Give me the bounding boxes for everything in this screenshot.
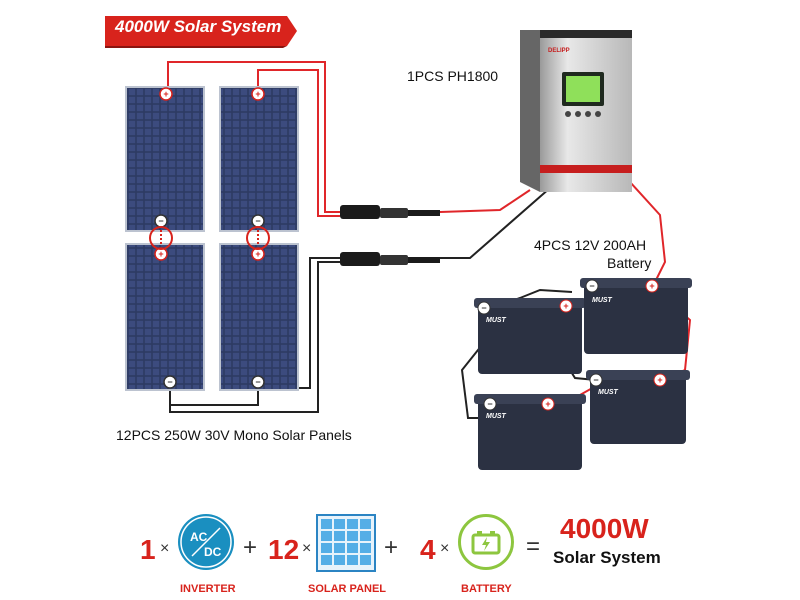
battery-count: 4: [420, 534, 436, 565]
svg-text:−: −: [487, 399, 492, 409]
inverter-icon: AC DC: [178, 514, 234, 570]
svg-text:DC: DC: [204, 545, 222, 559]
battery-bank: MUST MUST MUST MUST − + − + − + − +: [474, 278, 692, 470]
svg-text:MUST: MUST: [486, 413, 507, 420]
svg-text:−: −: [481, 303, 486, 313]
battery-1: MUST: [474, 298, 586, 374]
svg-text:−: −: [255, 377, 260, 387]
panel-count: 12: [268, 534, 300, 565]
inverter-caption: INVERTER: [180, 583, 236, 595]
svg-text:+: +: [163, 89, 168, 99]
result-power: 4000W: [560, 513, 649, 544]
svg-text:+: +: [545, 399, 550, 409]
equals-sign: =: [526, 533, 541, 560]
banner-title: 4000W Solar System: [115, 17, 282, 36]
result-label: Solar System: [553, 548, 661, 567]
battery-caption: BATTERY: [461, 583, 512, 595]
battery-times: ×: [440, 540, 450, 557]
system-diagram: + + − − + + − − DELIPP: [125, 30, 692, 470]
svg-text:+: +: [657, 375, 662, 385]
title-banner: [105, 16, 297, 48]
svg-text:−: −: [158, 216, 163, 226]
svg-text:+: +: [649, 281, 654, 291]
mc4-connectors: [340, 205, 440, 266]
battery-icon: [458, 514, 514, 570]
battery-3: MUST: [474, 394, 586, 470]
inverter-times: ×: [160, 540, 170, 557]
plus-sign-2: +: [384, 534, 399, 561]
svg-text:MUST: MUST: [486, 317, 507, 324]
panel-times: ×: [302, 540, 312, 557]
battery-label-line1: 4PCS 12V 200AH: [534, 237, 647, 253]
inverter-label: 1PCS PH1800: [407, 68, 499, 84]
solar-panel-array: [125, 86, 299, 391]
inverter-count: 1: [140, 534, 156, 565]
svg-text:+: +: [255, 89, 260, 99]
panel-caption: SOLAR PANEL: [308, 583, 387, 595]
inverter-brand: DELIPP: [548, 48, 570, 54]
solar-panel-icon: [316, 514, 376, 572]
svg-text:+: +: [563, 301, 568, 311]
battery-label-line2: Battery: [607, 255, 652, 271]
svg-text:AC: AC: [190, 530, 208, 544]
svg-text:−: −: [167, 377, 172, 387]
svg-text:−: −: [255, 216, 260, 226]
svg-text:MUST: MUST: [592, 297, 613, 304]
svg-text:+: +: [255, 249, 260, 259]
panel-terminals: + + − − + + − −: [149, 87, 270, 389]
battery-2: MUST: [580, 278, 692, 354]
svg-text:MUST: MUST: [598, 389, 619, 396]
svg-text:−: −: [589, 281, 594, 291]
inverter-unit: DELIPP: [520, 30, 632, 192]
panels-label: 12PCS 250W 30V Mono Solar Panels: [116, 427, 352, 443]
svg-text:+: +: [158, 249, 163, 259]
svg-text:−: −: [593, 375, 598, 385]
plus-sign-1: +: [243, 534, 258, 561]
